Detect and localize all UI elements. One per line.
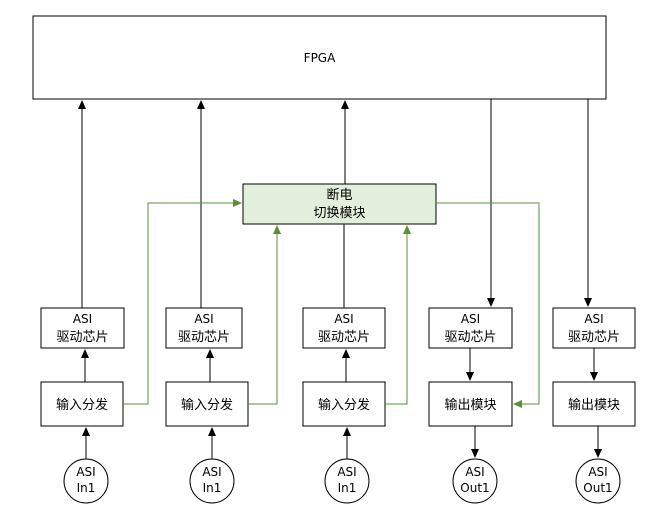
port-label-3b: In1 xyxy=(338,481,357,495)
driver-chip-box-2 xyxy=(165,307,243,349)
driver-chip-label-4b: 驱动芯片 xyxy=(444,330,496,345)
port-label-3a: ASI xyxy=(337,465,356,479)
port-circle-4 xyxy=(452,458,498,504)
output-module-box-2 xyxy=(552,381,636,427)
port-label-1b: In1 xyxy=(77,481,96,495)
driver-chip-label-2a: ASI xyxy=(194,312,213,326)
driver-chip-label-4a: ASI xyxy=(461,312,480,326)
port-label-4a: ASI xyxy=(465,465,484,479)
green-line-switch-to-output1 xyxy=(436,202,540,408)
driver-chip-label-5b: 驱动芯片 xyxy=(568,330,620,345)
output-module-box-1 xyxy=(428,381,513,427)
driver-chip-label-3a: ASI xyxy=(334,312,353,326)
output-module-label-1: 输出模块 xyxy=(444,397,496,413)
input-dist-box-2 xyxy=(165,381,249,427)
green-line-dist1-to-switch xyxy=(123,199,242,405)
green-line-dist3-to-switch xyxy=(385,225,411,405)
driver-chip-label-1b: 驱动芯片 xyxy=(56,330,108,345)
port-label-5b: Out1 xyxy=(583,481,612,495)
port-circle-5 xyxy=(575,458,621,504)
port-label-5a: ASI xyxy=(588,465,607,479)
green-line-dist2-to-switch xyxy=(248,225,281,405)
driver-chip-box-4 xyxy=(428,307,513,349)
input-dist-label-3: 输入分发 xyxy=(318,397,370,413)
port-label-1a: ASI xyxy=(76,465,95,479)
power-switch-label-line1: 断电 xyxy=(326,188,352,203)
port-label-4b: Out1 xyxy=(460,481,489,495)
fpga-label: FPGA xyxy=(304,51,336,65)
output-module-label-2: 输出模块 xyxy=(568,397,620,413)
fpga-box xyxy=(32,15,607,100)
input-dist-label-1: 输入分发 xyxy=(56,397,108,413)
power-switch-box xyxy=(242,183,437,225)
driver-chip-label-2b: 驱动芯片 xyxy=(178,330,230,345)
input-dist-label-2: 输入分发 xyxy=(181,397,233,413)
driver-chip-box-3 xyxy=(302,307,386,349)
driver-chip-label-5a: ASI xyxy=(584,312,603,326)
driver-chip-label-1a: ASI xyxy=(73,312,92,326)
port-label-2b: In1 xyxy=(203,481,222,495)
input-dist-box-1 xyxy=(40,381,124,427)
input-dist-box-3 xyxy=(302,381,386,427)
port-label-2a: ASI xyxy=(202,465,221,479)
driver-chip-label-3b: 驱动芯片 xyxy=(318,330,370,345)
power-switch-label-line2: 切换模块 xyxy=(313,206,365,221)
